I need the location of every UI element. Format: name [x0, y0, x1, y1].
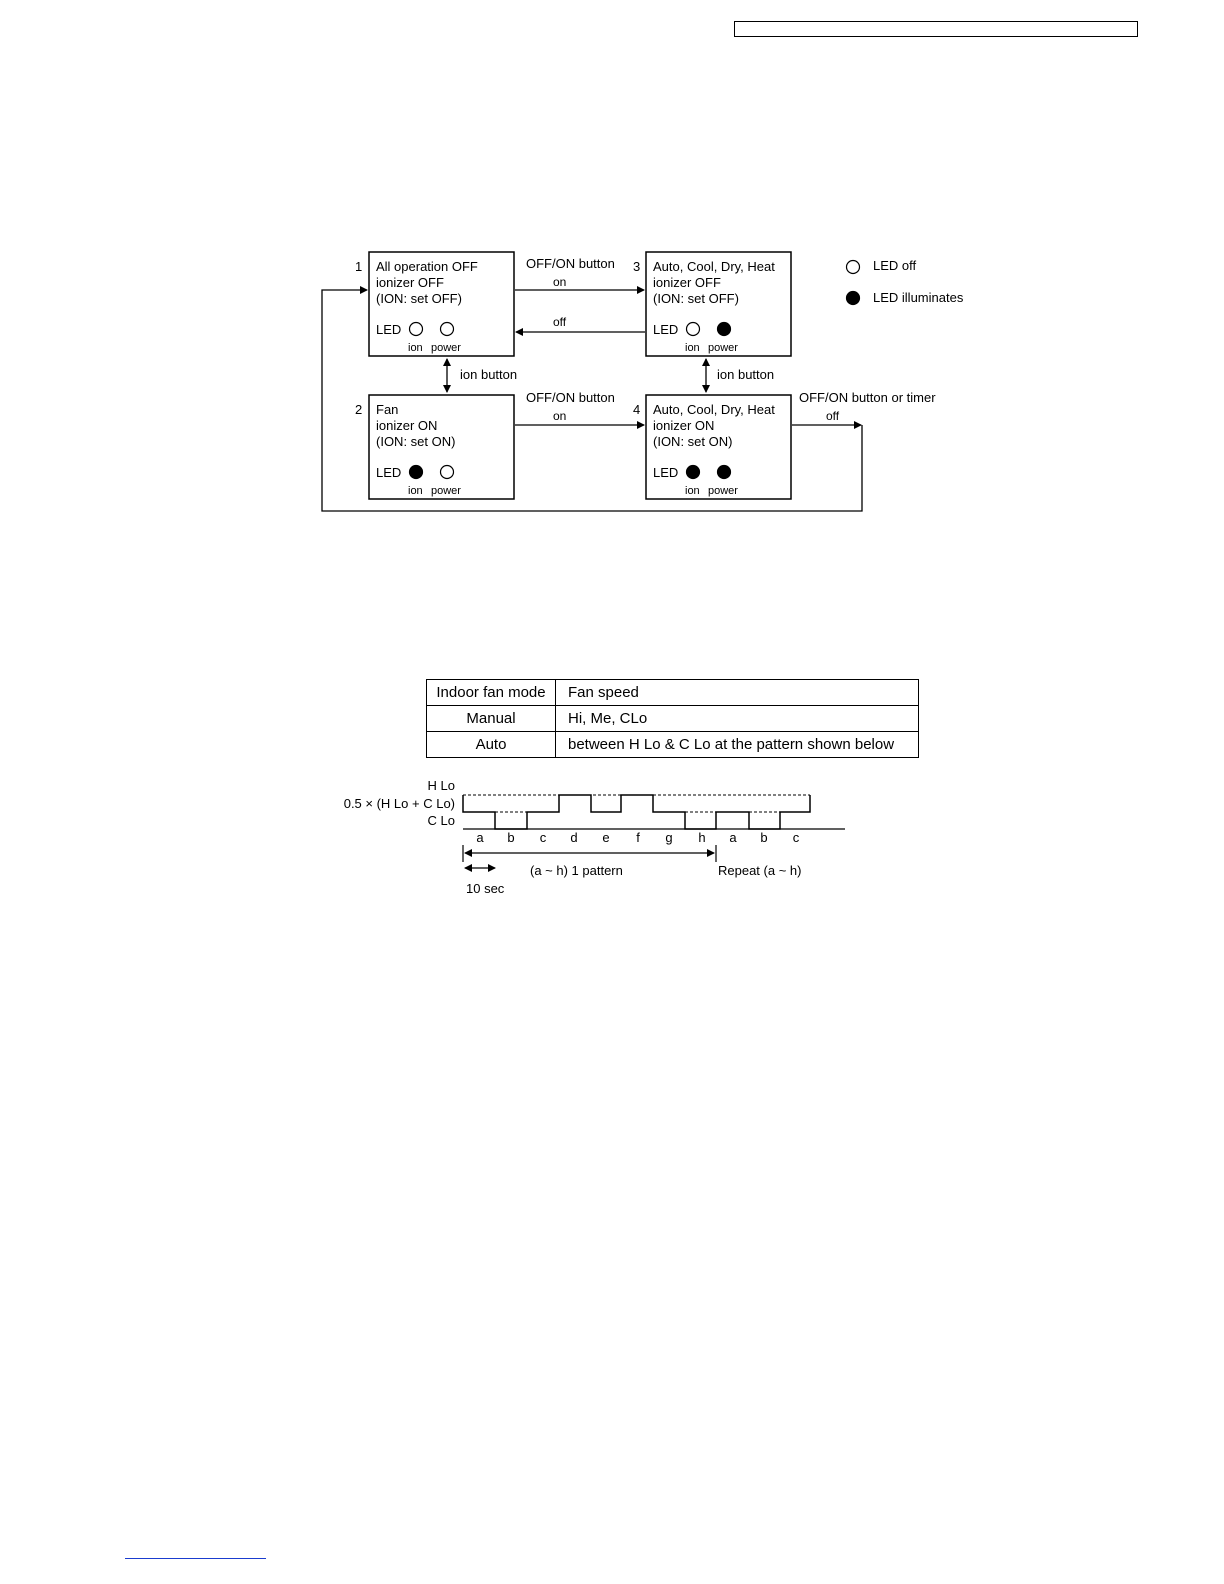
label-4-to-1-sub: off [826, 409, 840, 423]
state-2-power-led [439, 464, 455, 480]
footer-link-underline[interactable] [125, 1558, 266, 1559]
slot-label: c [540, 830, 547, 845]
state-3-line-1: Auto, Cool, Dry, Heat [653, 259, 775, 274]
state-2-power-label: power [431, 485, 461, 497]
table-cell-speed: between H Lo & C Lo at the pattern shown… [555, 731, 919, 758]
table-header-speed: Fan speed [555, 679, 919, 706]
slot-label: d [570, 830, 577, 845]
repeat-label: Repeat (a ~ h) [718, 863, 801, 878]
state-3-line-2: ionizer OFF [653, 275, 721, 290]
label-1-to-3-sub: on [553, 275, 566, 289]
table-cell-mode: Manual [426, 705, 556, 732]
state-4-ion-label: ion [685, 485, 700, 497]
state-1-line-1: All operation OFF [376, 259, 478, 274]
fan-speed-table: Indoor fan mode Fan speed Manual Hi, Me,… [426, 679, 919, 758]
label-2-to-4-sub: on [553, 409, 566, 423]
state-3-ion-label: ion [685, 342, 700, 354]
state-2-line-1: Fan [376, 402, 398, 417]
legend-led-on-icon [845, 290, 861, 306]
slot-label: c [793, 830, 800, 845]
label-ion-button-right: ion button [717, 367, 774, 382]
state-1-line-2: ionizer OFF [376, 275, 444, 290]
slot-label: f [636, 830, 640, 845]
state-2-line-3: (ION: set ON) [376, 434, 455, 449]
label-1-to-3-title: OFF/ON button [526, 256, 615, 271]
arrow-4-to-1-loop [321, 286, 863, 512]
state-3-line-3: (ION: set OFF) [653, 291, 739, 306]
slot-label: h [698, 830, 705, 845]
fan-speed-timing-diagram: H Lo 0.5 × (H Lo + C Lo) C Lo a b c d e … [344, 778, 845, 896]
level-mid-label: 0.5 × (H Lo + C Lo) [344, 796, 455, 811]
state-4-line-1: Auto, Cool, Dry, Heat [653, 402, 775, 417]
state-1-power-led [439, 321, 455, 337]
legend-led-on-label: LED illuminates [873, 290, 964, 305]
table-cell-speed: Hi, Me, CLo [555, 705, 919, 732]
state-box-4: 4 Auto, Cool, Dry, Heat ionizer ON (ION:… [633, 394, 792, 500]
state-2-ion-led [408, 464, 424, 480]
state-1-ion-led [408, 321, 424, 337]
state-box-3: 3 Auto, Cool, Dry, Heat ionizer OFF (ION… [633, 251, 792, 357]
fan-speed-waveform [462, 794, 811, 830]
state-4-number: 4 [633, 402, 640, 417]
state-1-line-3: (ION: set OFF) [376, 291, 462, 306]
slot-label: a [729, 830, 737, 845]
state-4-power-led [716, 464, 732, 480]
state-3-ion-led [685, 321, 701, 337]
state-1-number: 1 [355, 259, 362, 274]
state-2-line-2: ionizer ON [376, 418, 437, 433]
state-1-power-label: power [431, 342, 461, 354]
state-4-line-3: (ION: set ON) [653, 434, 732, 449]
state-box-1: 1 All operation OFF ionizer OFF (ION: se… [355, 251, 515, 357]
level-high-label: H Lo [428, 778, 455, 793]
state-4-line-2: ionizer ON [653, 418, 714, 433]
table-row: Auto between H Lo & C Lo at the pattern … [426, 731, 919, 758]
state-2-led-label: LED [376, 465, 401, 480]
pattern-label: (a ~ h) 1 pattern [530, 863, 623, 878]
slot-label: b [507, 830, 514, 845]
state-4-ion-led [685, 464, 701, 480]
state-2-ion-label: ion [408, 485, 423, 497]
state-3-led-label: LED [653, 322, 678, 337]
table-row: Manual Hi, Me, CLo [426, 705, 919, 732]
state-3-power-led [716, 321, 732, 337]
legend-led-off-label: LED off [873, 258, 917, 273]
level-low-label: C Lo [428, 813, 455, 828]
state-box-2: 2 Fan ionizer ON (ION: set ON) LED ion p… [355, 394, 515, 500]
label-ion-button-left: ion button [460, 367, 517, 382]
state-4-led-label: LED [653, 465, 678, 480]
table-header-row: Indoor fan mode Fan speed [426, 679, 919, 706]
header-box [734, 21, 1138, 37]
slot-label: a [476, 830, 484, 845]
state-1-led-label: LED [376, 322, 401, 337]
label-3-to-1: off [553, 315, 567, 329]
legend-led-off-icon [845, 259, 861, 275]
state-2-number: 2 [355, 402, 362, 417]
slot-label: g [665, 830, 672, 845]
state-4-power-label: power [708, 485, 738, 497]
slot-label: b [760, 830, 767, 845]
state-3-power-label: power [708, 342, 738, 354]
state-3-number: 3 [633, 259, 640, 274]
label-2-to-4-title: OFF/ON button [526, 390, 615, 405]
led-legend: LED off LED illuminates [845, 258, 964, 306]
interval-label: 10 sec [466, 881, 505, 896]
state-1-ion-label: ion [408, 342, 423, 354]
table-cell-mode: Auto [426, 731, 556, 758]
table-header-mode: Indoor fan mode [426, 679, 556, 706]
ionizer-flow-diagram: 1 All operation OFF ionizer OFF (ION: se… [321, 251, 964, 512]
slot-label: e [602, 830, 609, 845]
label-4-to-1-title: OFF/ON button or timer [799, 390, 936, 405]
